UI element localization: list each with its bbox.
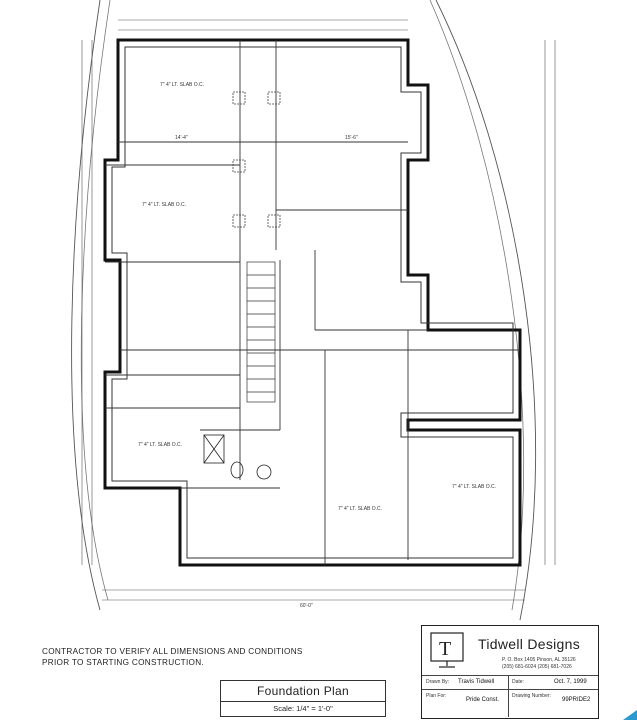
- drawing-number-label: Drawing Number:: [512, 693, 551, 699]
- bath-fixtures: [203, 434, 272, 480]
- left-curve-line-2: [80, 0, 111, 601]
- date-value: Oct. 7, 1999: [554, 679, 587, 685]
- svg-text:T: T: [439, 638, 451, 660]
- contractor-note: CONTRACTOR TO VERIFY ALL DIMENSIONS AND …: [42, 646, 303, 668]
- right-curve-line-2: [429, 0, 525, 611]
- dimension-lines: [81, 19, 556, 601]
- room-label: 7" 4" LT. SLAB O.C.: [142, 202, 186, 208]
- drawn-by-label: Drawn By:: [426, 679, 450, 685]
- contractor-note-line2: PRIOR TO STARTING CONSTRUCTION.: [42, 658, 204, 667]
- title-block-divider: [508, 675, 509, 717]
- interior-walls: [105, 40, 520, 565]
- corner-marker: [623, 710, 637, 720]
- room-label: 7" 4" LT. SLAB O.C.: [452, 484, 496, 490]
- plan-for-row: Plan For: Pride Const. Drawing Number: 9…: [422, 689, 598, 704]
- room-label: 7" 4" LT. SLAB O.C.: [138, 442, 182, 448]
- plan-scale: Scale: 1/4" = 1'-0": [220, 702, 386, 717]
- foundation-wall-inner: [111, 46, 514, 559]
- brand-phones: (205) 681-6024 (205) 681-7026: [502, 664, 572, 670]
- piers: [232, 91, 281, 228]
- left-curve-line: [71, 0, 101, 611]
- drawing-number-value: 99PRIDE2: [562, 697, 591, 703]
- room-label: 7" 4" LT. SLAB O.C.: [338, 506, 382, 512]
- brand-name: Tidwell Designs: [478, 636, 581, 652]
- right-curve-line: [435, 0, 537, 621]
- room-label: 7" 4" LT. SLAB O.C.: [160, 82, 204, 88]
- plan-for-label: Plan For:: [426, 693, 447, 699]
- drawn-by-row: Drawn By: Travis Tidwell Date: Oct. 7, 1…: [422, 675, 598, 690]
- plan-for-value: Pride Const.: [466, 697, 500, 703]
- contractor-note-line1: CONTRACTOR TO VERIFY ALL DIMENSIONS AND …: [42, 647, 303, 656]
- tidwell-logo-icon: T: [430, 632, 464, 668]
- plan-title: Foundation Plan: [220, 680, 386, 702]
- date-label: Date:: [512, 679, 524, 685]
- brand-address: P. O. Box 1405 Pinson, AL 35126: [502, 657, 576, 663]
- dimension-label: 14'-4": [175, 135, 188, 141]
- drawn-by-value: Travis Tidwell: [458, 679, 495, 685]
- title-block: T Tidwell Designs P. O. Box 1405 Pinson,…: [421, 625, 599, 719]
- dimension-label: 15'-6": [345, 135, 358, 141]
- dimension-label: 60'-0": [300, 603, 313, 609]
- stairs: [246, 261, 276, 403]
